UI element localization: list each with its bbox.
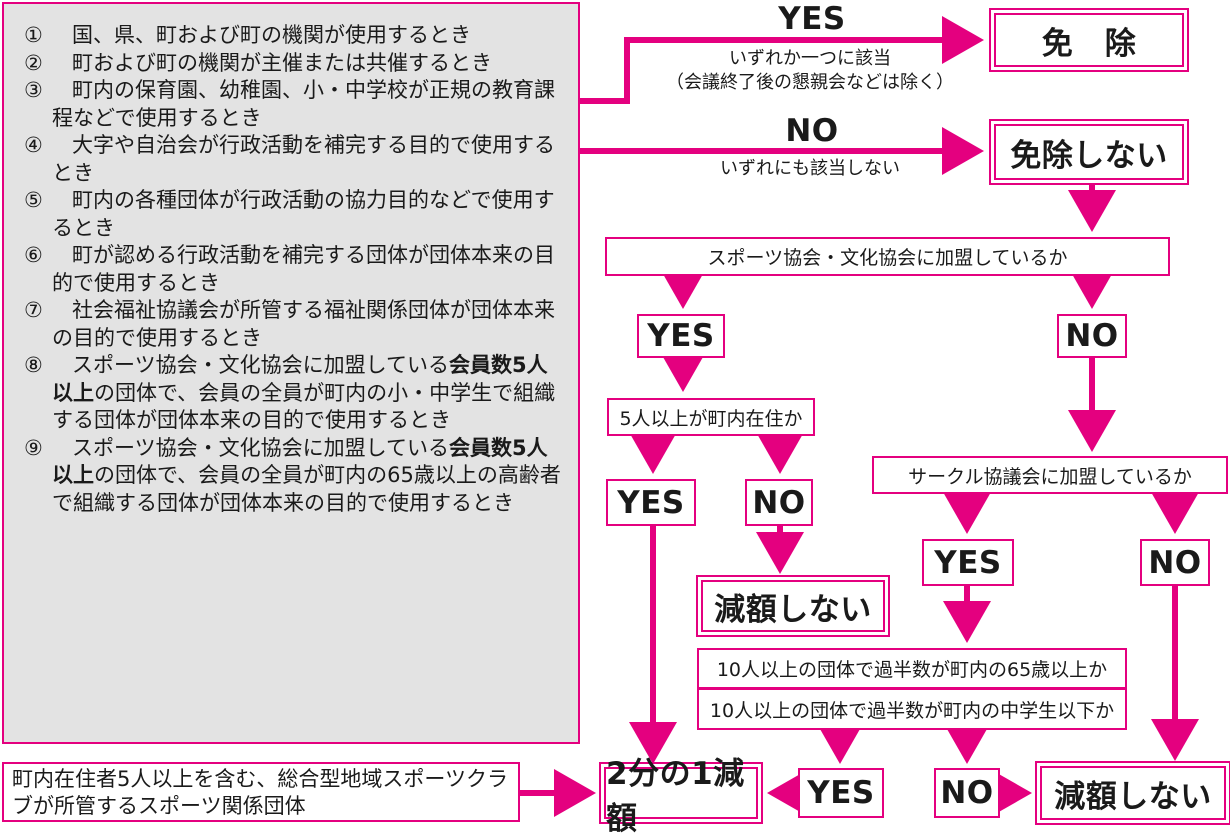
question-majority-students: 10人以上の団体で過半数が町内の中学生以下か (697, 689, 1127, 730)
no-reduction-result-1: 減額しない (701, 580, 885, 632)
question-circle-council: サークル協議会に加盟しているか (872, 456, 1228, 494)
sports-club-condition: 町内在住者5人以上を含む、総合型地域スポーツクラブが所管するスポーツ関係団体 (2, 762, 520, 822)
not-exempt-result: 免除しない (994, 124, 1184, 180)
q1-yes: YES (637, 314, 725, 358)
question-five-residents: 5人以上が町内在住か (607, 398, 815, 436)
top-yes-note-2: （会議終了後の懇親会などは除く） (666, 72, 954, 93)
exempt-result: 免 除 (994, 13, 1184, 67)
q3-yes: YES (922, 539, 1014, 586)
q2-no: NO (745, 479, 813, 526)
q3-no: NO (1140, 539, 1210, 586)
q4-no: NO (934, 768, 1000, 818)
question-sports-association: スポーツ協会・文化協会に加盟しているか (605, 237, 1170, 276)
top-yes-note-1: いずれか一つに該当 (729, 48, 891, 69)
no-reduction-result-2: 減額しない (1040, 766, 1226, 820)
arrow-to-exempt (580, 16, 984, 104)
top-yes-label: YES (778, 1, 846, 37)
q2-yes: YES (606, 479, 696, 526)
question-majority-elderly: 10人以上の団体で過半数が町内の65歳以上か (697, 648, 1127, 689)
q1-no: NO (1057, 314, 1127, 358)
half-reduction-result: 2分の1減額 (604, 756, 758, 837)
q4-yes: YES (798, 768, 884, 818)
top-no-label: NO (785, 113, 839, 149)
top-no-note: いずれにも該当しない (720, 158, 900, 179)
